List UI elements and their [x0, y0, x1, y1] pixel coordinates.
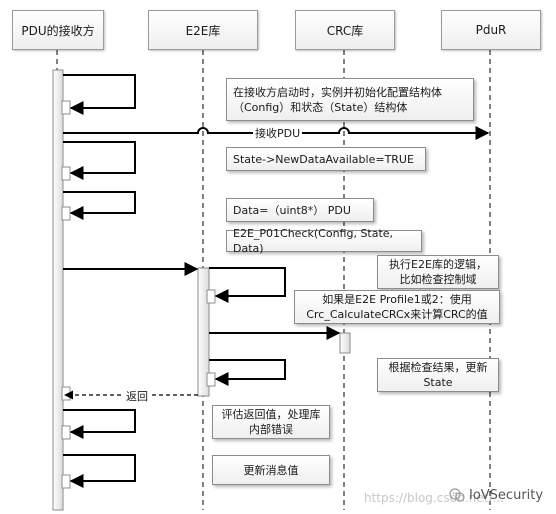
self-activation-6	[61, 474, 71, 489]
note-init: 在接收方启动时，实例并初始化配置结构体（Config）和状态（State）结构体	[226, 78, 474, 121]
participant-pdu-receiver-label: PDU的接收方	[21, 23, 95, 38]
label-receive-pdu: 接收PDU	[253, 125, 303, 141]
note-update-msg-text: 更新消息值	[243, 463, 299, 477]
self-call-eval-return	[63, 409, 136, 439]
note-update-state: 根据检查结果，更新State	[377, 358, 499, 392]
note-eval-return: 评估返回值，处理库内部错误	[212, 405, 330, 439]
self-call-data-cast	[63, 191, 136, 220]
self-activation-5	[61, 425, 71, 440]
note-data-cast: Data=（uint8*） PDU	[226, 198, 374, 222]
note-init-text: 在接收方启动时，实例并初始化配置结构体（Config）和状态（State）结构体	[233, 85, 442, 114]
participant-pdur-label: PduR	[475, 23, 507, 37]
self-call-e2e-logic	[209, 267, 286, 303]
activation-pdu-receiver	[52, 69, 64, 511]
activation-crc-lib	[339, 332, 351, 354]
note-crc-calc-text: 如果是E2E Profile1或2：使用Crc_CalculateCRCx来计算…	[306, 293, 488, 321]
watermark-logo-icon	[448, 486, 466, 504]
watermark-url: https://blog.csdn.net/...	[364, 491, 504, 505]
self-call-new-data	[63, 141, 136, 180]
self-call-init	[63, 74, 136, 115]
note-check-call: E2E_P01Check(Config, State, Data)	[226, 227, 422, 255]
self-activation-2	[61, 166, 71, 181]
label-return: 返回	[124, 388, 150, 404]
participant-pdur: PduR	[441, 10, 541, 50]
note-new-data: State->NewDataAvailable=TRUE	[226, 147, 426, 171]
note-check-call-text: E2E_P01Check(Config, State, Data)	[233, 227, 394, 255]
note-eval-return-text: 评估返回值，处理库内部错误	[221, 408, 321, 436]
participant-e2e-lib: E2E库	[148, 10, 258, 50]
self-activation-1	[61, 100, 71, 115]
participant-e2e-lib-label: E2E库	[185, 23, 221, 38]
self-activation-e2e-1	[206, 289, 216, 304]
self-call-update-state	[209, 359, 286, 386]
watermark-brand: IoVSecurity	[469, 488, 544, 503]
note-e2e-logic: 执行E2E库的逻辑，比如检查控制域	[377, 255, 499, 289]
note-update-state-text: 根据检查结果，更新State	[388, 361, 488, 389]
note-new-data-text: State->NewDataAvailable=TRUE	[233, 152, 414, 166]
self-call-update-msg	[63, 454, 136, 488]
self-activation-3	[61, 206, 71, 221]
note-crc-calc: 如果是E2E Profile1或2：使用Crc_CalculateCRCx来计算…	[294, 290, 500, 324]
participant-crc-lib-label: CRC库	[326, 23, 364, 38]
participant-crc-lib: CRC库	[295, 10, 395, 50]
note-data-cast-text: Data=（uint8*） PDU	[233, 203, 351, 217]
participant-pdu-receiver: PDU的接收方	[12, 10, 104, 50]
self-activation-4	[61, 386, 71, 401]
note-update-msg: 更新消息值	[212, 455, 330, 485]
self-activation-e2e-2	[206, 372, 216, 387]
note-e2e-logic-text: 执行E2E库的逻辑，比如检查控制域	[389, 258, 487, 286]
